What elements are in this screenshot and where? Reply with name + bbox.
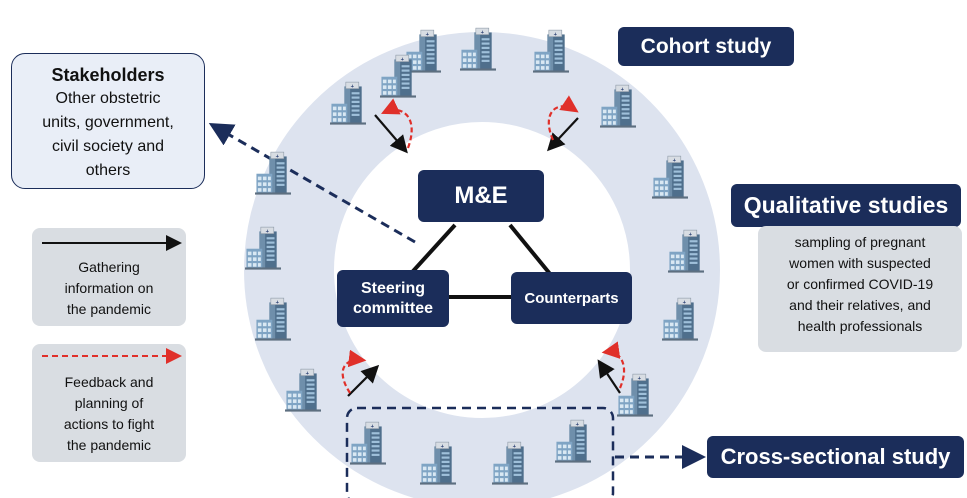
legend-feedback-line: planning of	[74, 395, 144, 411]
stakeholders-line: civil society and	[51, 138, 165, 155]
legend-gathering-line: Gathering	[78, 259, 140, 275]
legend-feedback-text: Feedback and planning of actions to figh…	[32, 372, 186, 456]
gather-arrow-bottom-left	[347, 364, 380, 397]
legend-feedback-line: the pandemic	[66, 437, 152, 453]
stakeholders-title: Stakeholders	[51, 65, 165, 85]
stakeholders-line: others	[85, 162, 131, 179]
legend-gathering-line: the pandemic	[66, 301, 152, 317]
feedback-arrow-top-left	[381, 98, 413, 149]
legend-gathering-text: Gathering information on the pandemic	[32, 257, 186, 320]
steering-committee-node: Steering committee	[337, 270, 449, 327]
stakeholder-arrow	[208, 123, 416, 244]
qualitative-desc-line: women with suspected	[789, 255, 931, 271]
feedback-arrow-bottom-left	[341, 349, 367, 394]
stakeholders-line: Other obstetric	[55, 90, 161, 107]
gather-arrow-top-right	[546, 117, 579, 152]
gather-arrow-top-left	[374, 114, 408, 154]
gather-arrow-bottom-right	[597, 359, 621, 394]
stakeholders-line: units, government,	[42, 114, 174, 131]
cross-sectional-group	[345, 406, 615, 498]
hospital-building-icon	[255, 151, 291, 195]
counterparts-node: Counterparts	[511, 272, 632, 324]
qualitative-desc-line: health professionals	[797, 318, 923, 334]
feedback-arrow-top-right	[547, 95, 579, 141]
qualitative-desc-line: and their relatives, and	[789, 297, 931, 313]
legend-feedback-line: Feedback and	[64, 374, 154, 390]
qualitative-description: sampling of pregnant women with suspecte…	[758, 226, 962, 352]
qualitative-studies-label: Qualitative studies	[731, 184, 961, 227]
qualitative-desc-line: or confirmed COVID-19	[786, 276, 934, 292]
cross-sectional-study-label: Cross-sectional study	[707, 436, 964, 478]
stakeholders-box: Stakeholders Other obstetric units, gove…	[11, 53, 205, 189]
legend-gathering-line: information on	[64, 280, 154, 296]
feedback-arrow-bottom-right	[601, 341, 626, 389]
legend-feedback-box	[32, 344, 186, 462]
legend-gathering-box	[32, 228, 186, 326]
steering-line: Steering	[360, 279, 425, 297]
cohort-study-label: Cohort study	[618, 27, 794, 66]
me-node: M&E	[418, 170, 544, 222]
legend-feedback-line: actions to fight	[63, 416, 155, 432]
steering-line: committee	[352, 299, 434, 317]
qualitative-desc-line: sampling of pregnant	[794, 234, 926, 250]
